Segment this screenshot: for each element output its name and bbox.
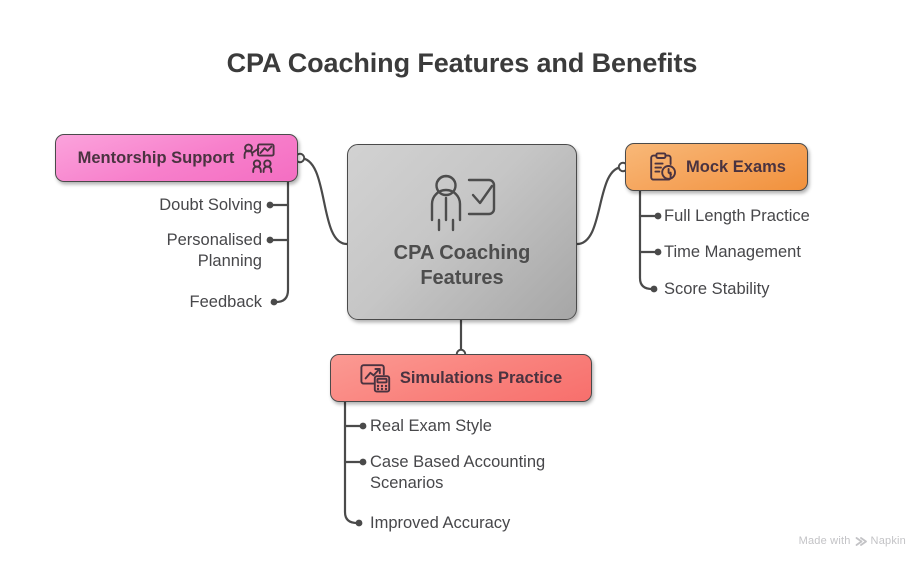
leaf-mock-1: Full Length Practice xyxy=(664,207,810,225)
leaf-mock-2: Time Management xyxy=(664,243,801,261)
node-center-label: CPA Coaching Features xyxy=(393,242,531,289)
arrow-dot xyxy=(650,285,658,293)
leaf-mentorship-2: Personalised Planning xyxy=(166,231,262,271)
page-title: CPA Coaching Features and Benefits xyxy=(226,48,698,78)
node-mock-exams[interactable]: Mock Exams xyxy=(625,143,808,191)
arrow-dot xyxy=(654,212,662,220)
node-mentorship-label: Mentorship Support xyxy=(77,148,235,167)
napkin-chevrons-icon xyxy=(855,536,867,547)
arrow-dot xyxy=(266,201,274,209)
node-mentorship-support[interactable]: Mentorship Support xyxy=(55,134,298,182)
node-cpa-coaching-features[interactable]: CPA Coaching Features xyxy=(347,144,577,320)
connector-simulations-spine xyxy=(343,400,359,525)
leaf-simulations-2: Case Based Accounting Scenarios xyxy=(370,453,546,493)
node-mock-label: Mock Exams xyxy=(686,157,786,176)
leaf-mentorship-3: Feedback xyxy=(189,293,262,311)
arrow-dot xyxy=(359,458,367,466)
arrow-dot xyxy=(270,298,278,306)
napkin-watermark: Made with Napkin xyxy=(799,535,906,547)
node-simulations-practice[interactable]: Simulations Practice xyxy=(330,354,592,402)
connector-mock-spine xyxy=(638,189,654,291)
node-simulations-label: Simulations Practice xyxy=(399,368,563,387)
leaf-mock-3: Score Stability xyxy=(664,280,770,298)
leaf-mentorship-1: Doubt Solving xyxy=(159,196,262,214)
presentation-teaching-icon xyxy=(243,143,275,173)
person-checklist-icon xyxy=(426,173,498,235)
connector-center-to-mock xyxy=(575,165,625,246)
chart-calculator-icon xyxy=(360,363,391,393)
arrow-dot xyxy=(359,422,367,430)
arrow-dot xyxy=(266,236,274,244)
leaf-simulations-3: Improved Accuracy xyxy=(370,514,511,532)
arrow-dot xyxy=(355,519,363,527)
connector-center-to-mentorship xyxy=(298,156,349,246)
arrow-dot xyxy=(654,248,662,256)
connector-mentorship-spine xyxy=(274,180,290,304)
watermark-made-with-text: Made with xyxy=(798,535,851,547)
clipboard-clock-icon xyxy=(647,152,677,182)
watermark-brand-text: Napkin xyxy=(870,535,906,547)
leaf-simulations-1: Real Exam Style xyxy=(370,417,492,435)
